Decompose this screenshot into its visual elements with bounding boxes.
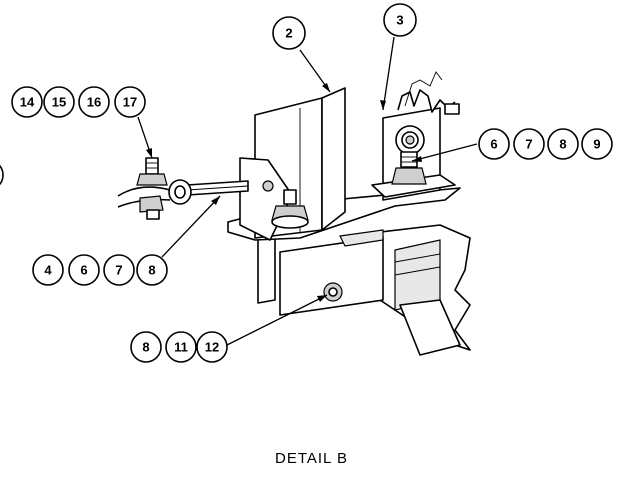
bracket-assembly: [117, 71, 471, 356]
mounting-rail: [379, 224, 471, 356]
callout-item-2: 2: [272, 16, 306, 50]
callout-bubble: 7: [103, 254, 135, 286]
callout-bubble: 6: [68, 254, 100, 286]
svg-text:6: 6: [490, 137, 497, 152]
vertical-angle: [254, 87, 346, 239]
clamp-block: [279, 229, 384, 316]
clevis-assembly: [117, 157, 192, 220]
callout-bubble: 8: [136, 254, 168, 286]
svg-text:11: 11: [174, 340, 188, 355]
callout-bubble: 15: [43, 86, 75, 118]
svg-text:15: 15: [52, 95, 66, 110]
callout-group-14-17: 14 15 16 17: [11, 86, 146, 118]
callout-bubble: 17: [114, 86, 146, 118]
svg-text:8: 8: [142, 340, 149, 355]
svg-text:8: 8: [148, 263, 155, 278]
svg-text:7: 7: [525, 137, 532, 152]
svg-text:17: 17: [123, 95, 137, 110]
callout-bubble: 12: [196, 331, 228, 363]
svg-text:12: 12: [205, 340, 219, 355]
callout-bubble: 6: [478, 128, 510, 160]
svg-text:14: 14: [20, 95, 35, 110]
svg-text:6: 6: [80, 263, 87, 278]
svg-text:9: 9: [593, 137, 600, 152]
callout-group-6-9: 6 7 8 9: [478, 128, 613, 160]
right-bracket: [371, 71, 460, 201]
callout-item-3: 3: [383, 3, 417, 37]
svg-text:16: 16: [87, 95, 101, 110]
svg-text:7: 7: [115, 263, 122, 278]
svg-text:2: 2: [285, 26, 292, 41]
base-bolt: [271, 189, 309, 229]
callout-bubble: 8: [130, 331, 162, 363]
leader-lines: [137, 36, 478, 347]
detail-caption: DETAIL B: [274, 450, 349, 467]
callout-bubble: 16: [78, 86, 110, 118]
callout-bubble: 11: [165, 331, 197, 363]
callout-bubble: 14: [11, 86, 43, 118]
svg-text:3: 3: [396, 13, 403, 28]
callout-group-8-12: 8 11 12: [130, 331, 228, 363]
callout-bubble: 8: [547, 128, 579, 160]
svg-text:4: 4: [44, 263, 52, 278]
callout-bubble: 4: [32, 254, 64, 286]
svg-text:8: 8: [559, 137, 566, 152]
callout-bubble: 9: [581, 128, 613, 160]
partial-callout-bubble: [0, 164, 4, 186]
callout-group-4-8: 4 6 7 8: [32, 254, 168, 286]
callout-bubble: 7: [513, 128, 545, 160]
